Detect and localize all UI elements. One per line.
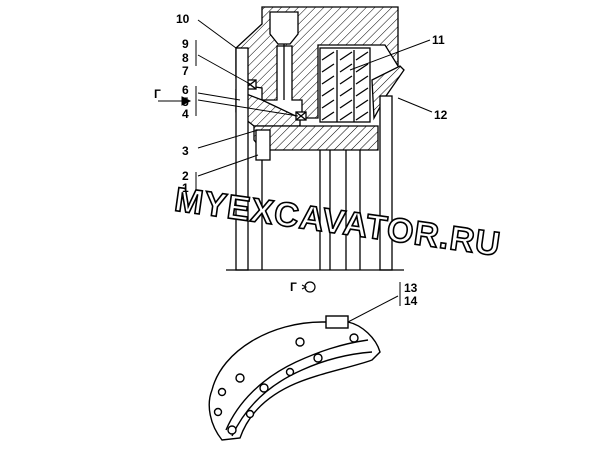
disc-hub (255, 129, 271, 161)
view-arrow-label: Г (154, 87, 161, 101)
callout-2: 2 (182, 169, 189, 183)
cover-plate (208, 315, 381, 441)
callout-3: 3 (182, 144, 189, 158)
watermark: MYEXCAVATOR.RU (172, 181, 503, 264)
sectional-view (226, 6, 405, 271)
callout-5: 5 (182, 95, 189, 109)
callout-14: 14 (404, 294, 418, 308)
callout-13: 13 (404, 281, 418, 295)
callout-4: 4 (182, 107, 189, 121)
callout-6: 6 (182, 83, 189, 97)
disc-plate (253, 125, 379, 151)
callout-1: 1 (182, 181, 189, 195)
callout-8: 8 (182, 51, 189, 65)
callout-9: 9 (182, 37, 189, 51)
spring-pack (319, 47, 371, 123)
view-g-marker: Г (290, 280, 316, 294)
callout-7: 7 (182, 64, 189, 78)
callout-12: 12 (434, 108, 448, 122)
view-label: Г (290, 280, 297, 294)
callout-10: 10 (176, 12, 190, 26)
callout-11: 11 (432, 33, 445, 47)
leader-lines (158, 19, 433, 190)
top-fitting (269, 11, 299, 45)
